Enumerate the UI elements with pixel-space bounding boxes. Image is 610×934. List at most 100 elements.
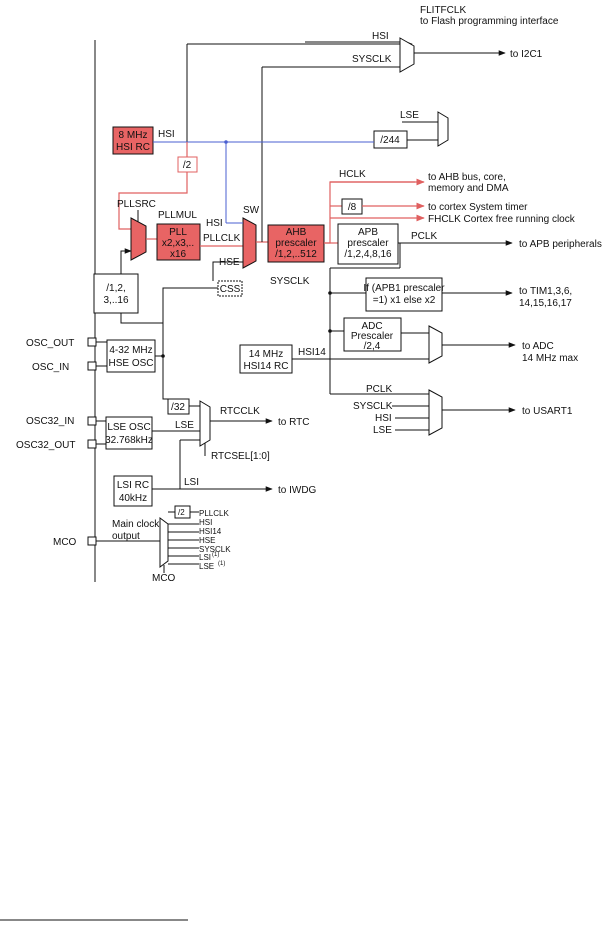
pll-name: PLL [169,227,187,238]
mco-select-label: MCO [152,573,176,584]
osc32-in-label: OSC32_IN [26,416,74,427]
rtc-lse-label: LSE [175,420,194,431]
sw-hse-input-line [212,261,243,271]
prediv-to-pllsrc-line [120,248,132,274]
pllsrc-label: PLLSRC [117,199,156,210]
osc-in-label: OSC_IN [32,362,69,373]
mco-lsi-footnote: (1) [212,552,219,558]
apb-ratios: /1,2,4,8,16 [344,249,392,260]
main-clock-output-label: Main clock [112,519,160,530]
mco-lsi-label: LSI [199,553,211,562]
to-adc-label: to ADC [522,341,554,352]
tim-multiplier-line1: If (APB1 prescaler [363,283,445,294]
mco-div2-label: /2 [178,508,185,517]
lsi-rc-box [113,475,153,507]
pllsrc-mux [130,217,147,261]
mco-hsi14-label: HSI14 [199,527,222,536]
hse-osc-box [106,339,156,373]
to-tim-label: to TIM1,3,6, [519,286,572,297]
flash-interface-label: to Flash programming interface [420,16,559,27]
prediv-box [93,273,139,314]
to-ahb-label: to AHB bus, core, [428,172,506,183]
prediv-line2: 3,..16 [103,295,128,306]
usart-hsi-label: HSI [375,413,392,424]
tim-multiplier-box [365,277,443,312]
ahb-ratios: /1,2,..512 [275,249,317,260]
lse-top-mux [437,111,449,147]
usart-sysclk-label: SYSCLK [353,401,393,412]
pll-mult: x2,x3,.. [162,238,194,249]
main-clock-output-label-2: output [112,531,140,542]
lsi-label: LSI [184,477,199,488]
hse-osc-name: HSE OSC [108,358,153,369]
adc-prescaler-box [343,317,402,352]
sw-mux [242,217,257,269]
ahb-prescaler-text: prescaler [275,238,317,249]
hsi14-rc-name: HSI14 RC [243,361,288,372]
osc-out-label: OSC_OUT [26,338,74,349]
sw-label: SW [243,205,260,216]
to-rtc-label: to RTC [278,417,310,428]
mco-hsi-label: HSI [199,518,212,527]
hsi-div2-label: /2 [183,160,192,171]
adc-mux [428,325,443,364]
to-memory-label: memory and DMA [428,183,509,194]
pllmul-label: PLLMUL [158,210,197,221]
div244-label: /244 [380,135,400,146]
lse-osc-freq: 32.768kHz [105,435,153,446]
ahb-name: AHB [286,227,307,238]
adc-max-label: 14 MHz max [522,353,578,364]
mco-pllclk-label: PLLCLK [199,509,229,518]
to-systick-label: to cortex System timer [428,202,528,213]
lse-top-label: LSE [400,110,419,121]
usart-pclk-label: PCLK [366,384,392,395]
osc-in-pin [87,361,97,371]
lse-osc-name: LSE OSC [107,422,150,433]
rtcsel-label: RTCSEL[1:0] [211,451,270,462]
i2c1-mux [399,37,415,73]
osc32-out-pin [87,439,97,449]
pclk-label: PCLK [411,231,437,242]
mco-lse-label: LSE [199,562,214,571]
hsi-rc-box [112,126,154,155]
osc32-out-label: OSC32_OUT [16,440,75,451]
usart-lse-label: LSE [373,425,392,436]
usart-mux [428,389,443,436]
mco-lse-footnote: (1) [218,561,225,567]
apb-prescaler-text: prescaler [347,238,389,249]
rtcclk-label: RTCCLK [220,406,260,417]
mco-pin-label: MCO [53,537,77,548]
ahb-prescaler-box [267,224,325,263]
lsi-rc-freq: 40kHz [119,493,147,504]
sysclk-mid-label: SYSCLK [270,276,310,287]
hse-to-css-line [162,287,218,323]
rtc-mux [199,400,211,447]
mco-mux [159,517,169,568]
div32-label: /32 [171,402,185,413]
hsi14-rc-box [239,344,293,374]
i2c1-sysclk-label: SYSCLK [352,54,392,65]
flitfclk-label: FLITFCLK [420,5,466,16]
hsi-out-label: HSI [158,129,175,140]
to-apb-label: to APB peripherals [519,239,602,250]
to-iwdg-label: to IWDG [278,485,317,496]
fhclk-label: FHCLK Cortex free running clock [428,214,576,225]
hse-osc-freq: 4-32 MHz [109,345,152,356]
mco-pin [87,536,97,546]
pllclk-label: PLLCLK [203,233,241,244]
to-usart1-label: to USART1 [522,406,573,417]
lsi-rc-name: LSI RC [117,480,149,491]
hse-to-div32-line [162,345,168,400]
css-label: CSS [220,284,241,295]
hsi14-label: HSI14 [298,347,326,358]
i2c1-hsi-label: HSI [372,31,389,42]
adc-prescaler-text: Prescaler [351,331,394,342]
to-tim-label-2: 14,15,16,17 [519,298,572,309]
apb-name: APB [358,227,378,238]
to-i2c1-label: to I2C1 [510,49,543,60]
sw-hsi-label: HSI [206,218,223,229]
osc-out-pin [87,337,97,347]
mco-hse-label: HSE [199,536,215,545]
prediv-line1: /1,2, [106,283,125,294]
apb-prescaler-box [337,223,399,265]
